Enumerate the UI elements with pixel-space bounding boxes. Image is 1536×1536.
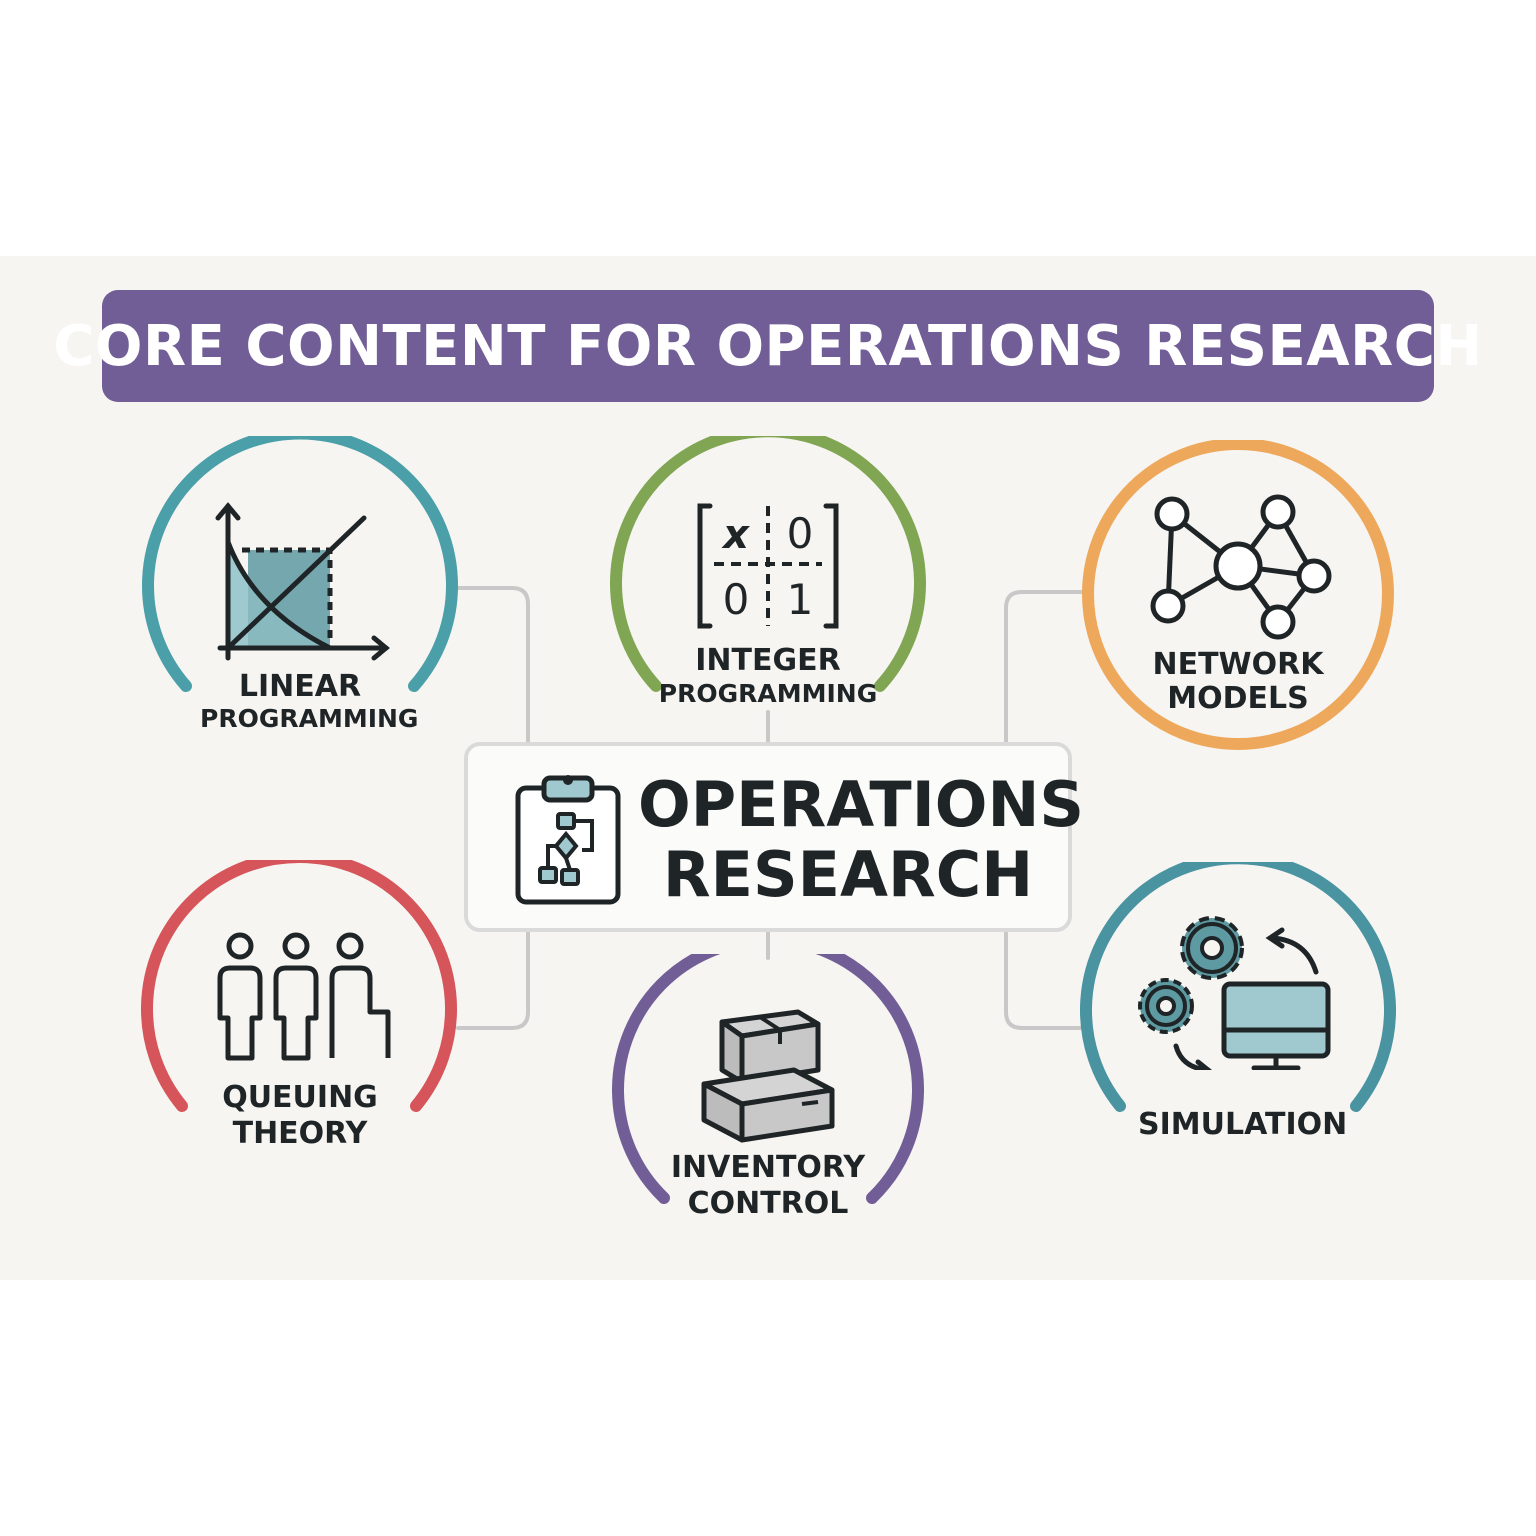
network-label: NETWORK MODELS [1138,648,1338,716]
stacked-boxes-icon [701,1009,835,1143]
title-banner: CORE CONTENT FOR OPERATIONS RESEARCH [53,290,1482,402]
network-label-line2: MODELS [1167,681,1309,716]
central-topic-line1: OPERATIONS [638,768,1085,841]
network-label-line1: NETWORK [1152,647,1324,682]
integer-ring [610,436,926,692]
integer-label: INTEGER PROGRAMMING [658,644,878,710]
network-ring [1082,440,1394,750]
queuing-label-line2: THEORY [232,1116,368,1151]
node-simulation: SIMULATION [1078,862,1398,1162]
linear-label-line2: PROGRAMMING [200,704,419,733]
linear-label: LINEAR PROGRAMMING [200,669,419,734]
node-network-models: NETWORK MODELS [1080,440,1396,756]
matrix-icon: x 0 0 1 [697,503,839,629]
queuing-ring [141,860,457,1112]
inventory-label-line1: INVENTORY [670,1150,866,1185]
matrix-cell-d: 1 [787,575,814,624]
line-graph-icon [215,502,390,661]
linear-label-line1: LINEAR [238,669,362,704]
clipboard-flowchart-icon [515,775,621,905]
central-topic-line2: RESEARCH [662,838,1034,911]
gears-monitor-icon [1138,916,1331,1070]
inventory-ring [612,954,924,1204]
node-linear-programming: LINEAR PROGRAMMING [138,436,462,746]
connector-simulation [1004,930,1082,1030]
simulation-label-line1: SIMULATION [1138,1107,1348,1142]
inventory-label-line2: CONTROL [687,1186,849,1221]
node-integer-programming: x 0 0 1 INTEGER PROGRAMMING [608,436,928,736]
linear-ring [142,436,458,692]
people-queue-icon [217,932,391,1061]
matrix-cell-a: x [721,512,750,558]
matrix-cell-b: 0 [787,509,814,558]
connector-queuing [456,930,530,1030]
inventory-label: INVENTORY CONTROL [658,1150,878,1222]
diagram-title: CORE CONTENT FOR OPERATIONS RESEARCH [53,313,1483,379]
connector-network [1004,590,1084,744]
network-graph-icon [1150,494,1332,640]
connector-linear [456,586,530,744]
central-topic-box: OPERATIONS RESEARCH [464,742,1085,932]
integer-label-line2: PROGRAMMING [658,679,878,708]
simulation-ring [1080,862,1396,1112]
simulation-label: SIMULATION [1138,1107,1348,1142]
integer-label-line1: INTEGER [695,643,841,678]
central-topic-label: OPERATIONS RESEARCH [638,768,1085,911]
matrix-cell-c: 0 [723,575,750,624]
node-inventory-control: INVENTORY CONTROL [612,954,924,1234]
node-queuing-theory: QUEUING THEORY [138,860,462,1160]
queuing-label: QUEUING THEORY [200,1080,400,1152]
queuing-label-line1: QUEUING [222,1080,378,1115]
